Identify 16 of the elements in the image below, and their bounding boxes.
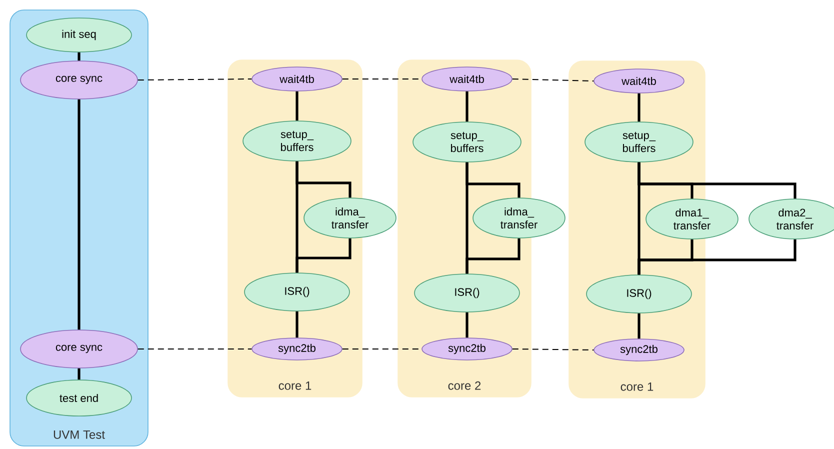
dashed-connector bbox=[137, 348, 252, 350]
connector-line bbox=[296, 311, 298, 338]
dashed-connector bbox=[512, 348, 594, 350]
connector-line bbox=[638, 93, 640, 122]
connector-line bbox=[466, 162, 468, 274]
connector-line bbox=[78, 52, 80, 61]
connector-line bbox=[78, 99, 80, 330]
connector-line bbox=[466, 91, 468, 122]
connector-line bbox=[638, 313, 640, 339]
connector-line bbox=[638, 162, 640, 275]
connector-line bbox=[296, 161, 298, 273]
connector-line bbox=[296, 91, 298, 121]
dashed-connector bbox=[137, 78, 252, 80]
connector-line bbox=[78, 368, 80, 380]
dashed-connector bbox=[512, 78, 594, 82]
connector-line bbox=[466, 312, 468, 338]
